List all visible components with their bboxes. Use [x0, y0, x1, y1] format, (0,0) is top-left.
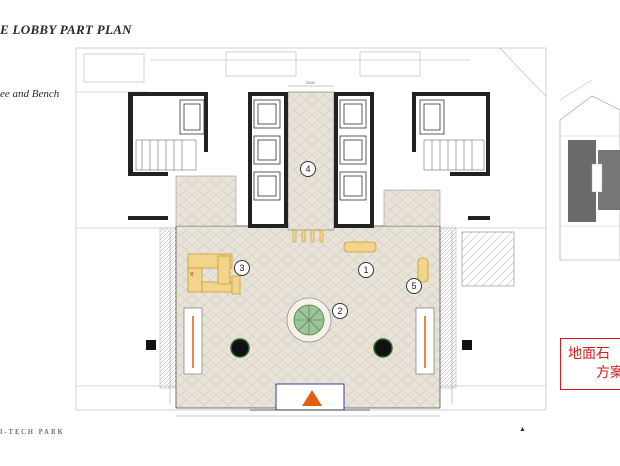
side-ramps [183, 307, 435, 375]
marker-1: 1 [358, 262, 374, 278]
note-line-2: 方案 [596, 364, 620, 380]
side-lobby-right [383, 189, 441, 227]
marker-4: 4 [300, 161, 316, 177]
round-columns [230, 338, 393, 358]
square-columns [146, 340, 472, 350]
core-walls [128, 92, 490, 228]
project-name: I-TECH PARK [0, 428, 65, 436]
desk-x-mark: x [190, 271, 194, 278]
north-arrow-icon: ▲ [519, 426, 526, 433]
key-plan-note: 地面石 方案 [568, 344, 620, 382]
central-planter [286, 297, 332, 343]
dimension-lines [169, 85, 453, 417]
turnstile-gates [292, 229, 324, 243]
side-lobby-left [175, 175, 237, 227]
marker-5: 5 [406, 278, 422, 294]
marker-2: 2 [332, 303, 348, 319]
elevator-shafts [179, 99, 445, 201]
note-frame [560, 338, 620, 390]
marker-3: 3 [234, 260, 250, 276]
bench-seat [343, 241, 377, 253]
dimension-label: 2000 [306, 80, 316, 85]
reception-desk [187, 253, 241, 295]
note-line-1: 地面石 [568, 345, 610, 361]
bench-curved [417, 257, 429, 283]
drawing-title: E LOBBY PART PLAN [0, 22, 132, 37]
main-entrance [250, 383, 370, 411]
drawing-subtitle: ee and Bench [0, 88, 60, 100]
key-plan [559, 79, 620, 261]
patio-herringbone [461, 231, 515, 287]
stairs [135, 139, 485, 171]
